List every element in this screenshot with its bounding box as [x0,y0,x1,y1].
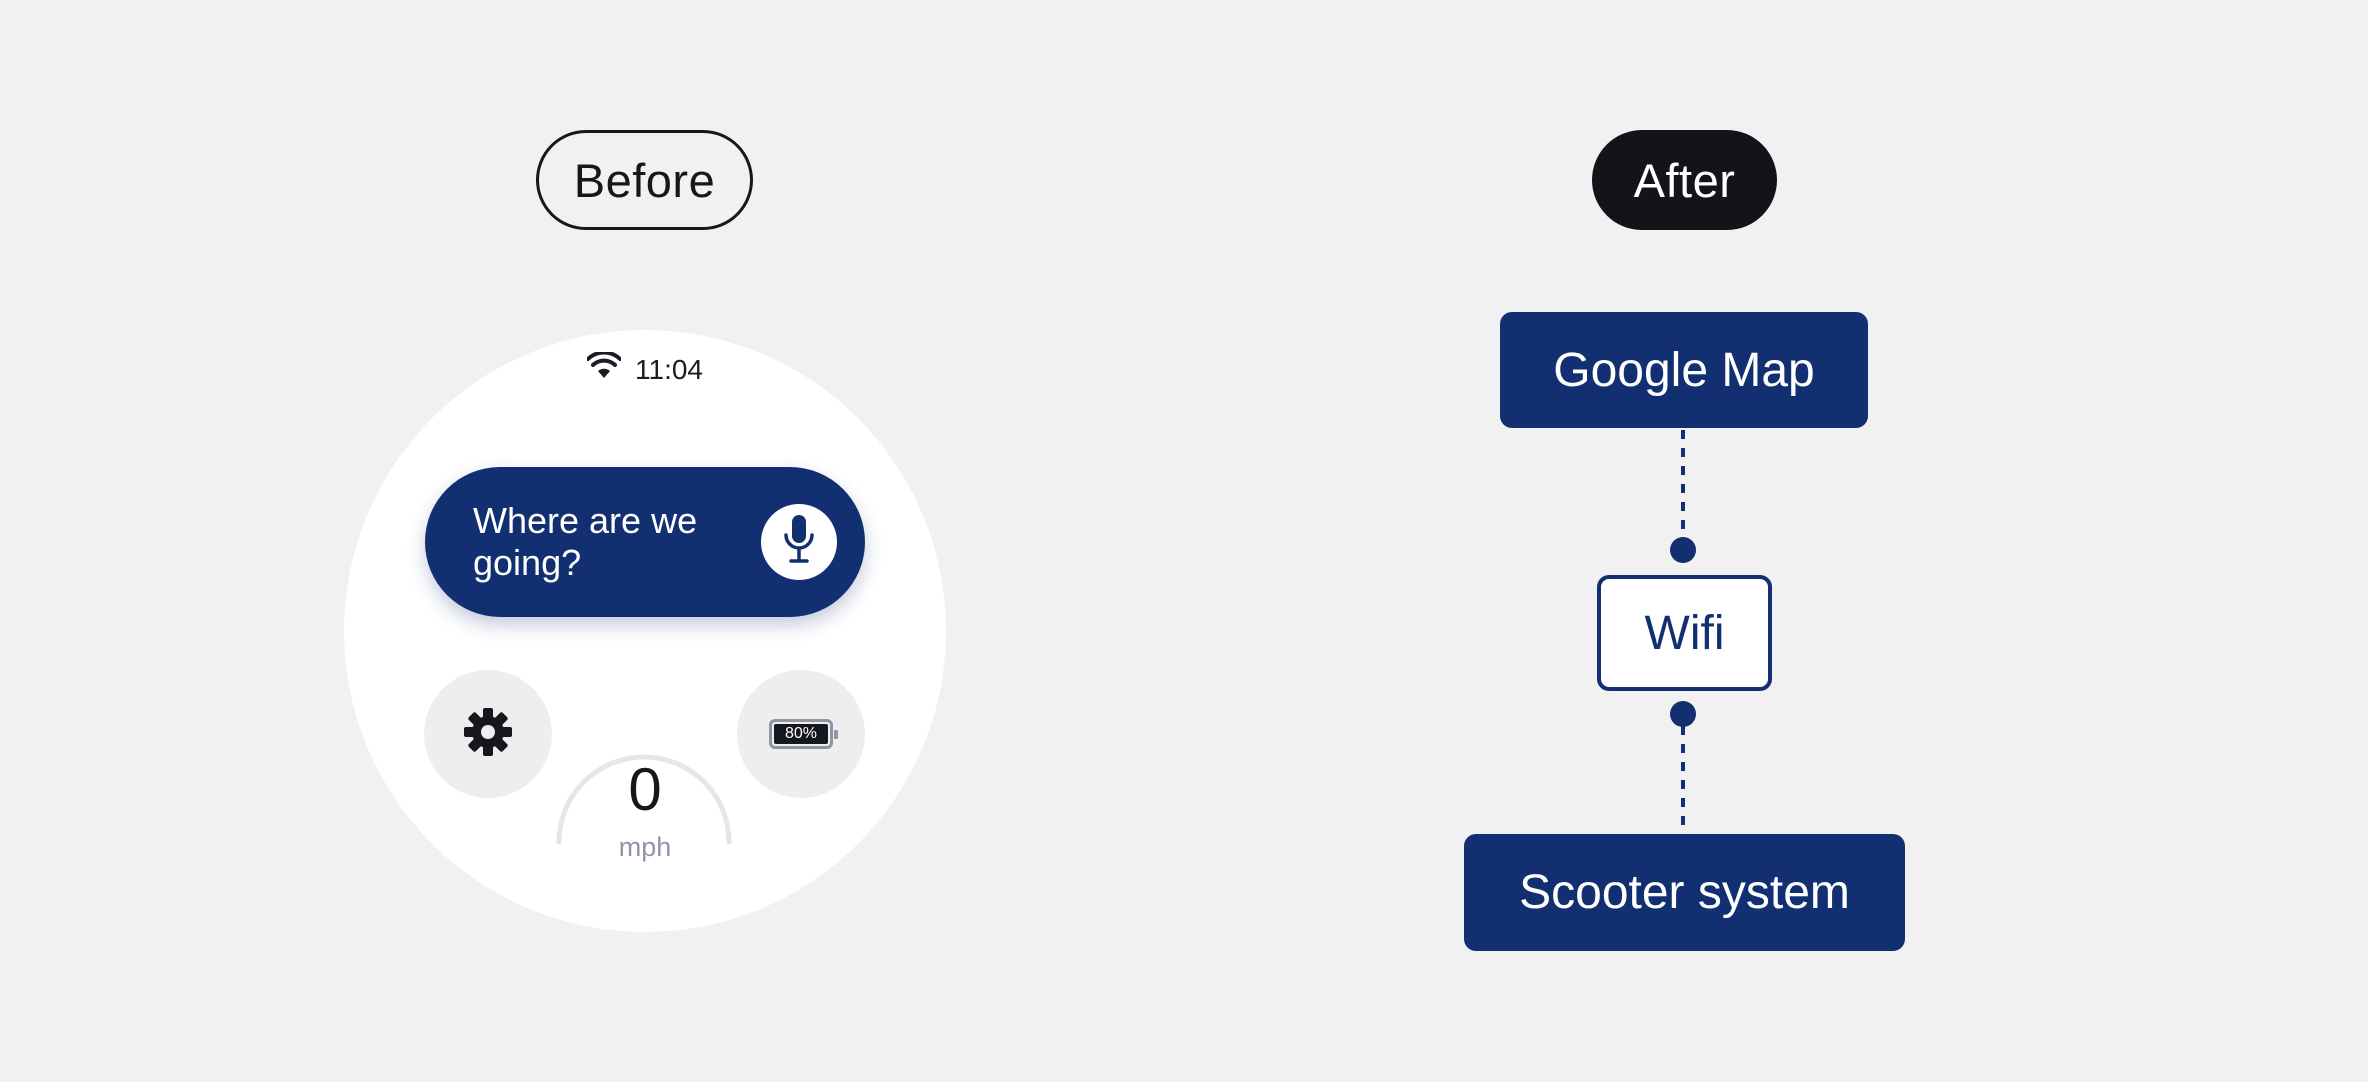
microphone-button[interactable] [761,504,837,580]
gear-icon [461,705,515,764]
edge-endpoint-top [1670,537,1696,563]
node-scooter-system: Scooter system [1464,834,1905,951]
status-bar: 11:04 [344,350,946,387]
after-label: After [1592,130,1777,230]
speed-gauge-arc [556,754,732,845]
node-wifi: Wifi [1597,575,1772,691]
battery-button[interactable]: 80% [737,670,865,798]
battery-icon: 80% [769,719,838,749]
settings-button[interactable] [424,670,552,798]
status-time: 11:04 [635,353,703,385]
destination-search-button[interactable]: Where are we going? [425,467,865,617]
battery-percent: 80% [774,724,828,744]
microphone-icon [782,513,816,572]
before-label: Before [536,130,753,230]
search-prompt: Where are we going? [473,500,698,583]
watch-face: 11:04 Where are we going? [344,330,946,932]
node-google-map: Google Map [1500,312,1868,428]
speed-unit: mph [618,832,672,862]
edge-endpoint-bottom [1670,701,1696,727]
wifi-icon [586,350,622,387]
speed-value: 0 [628,756,662,823]
